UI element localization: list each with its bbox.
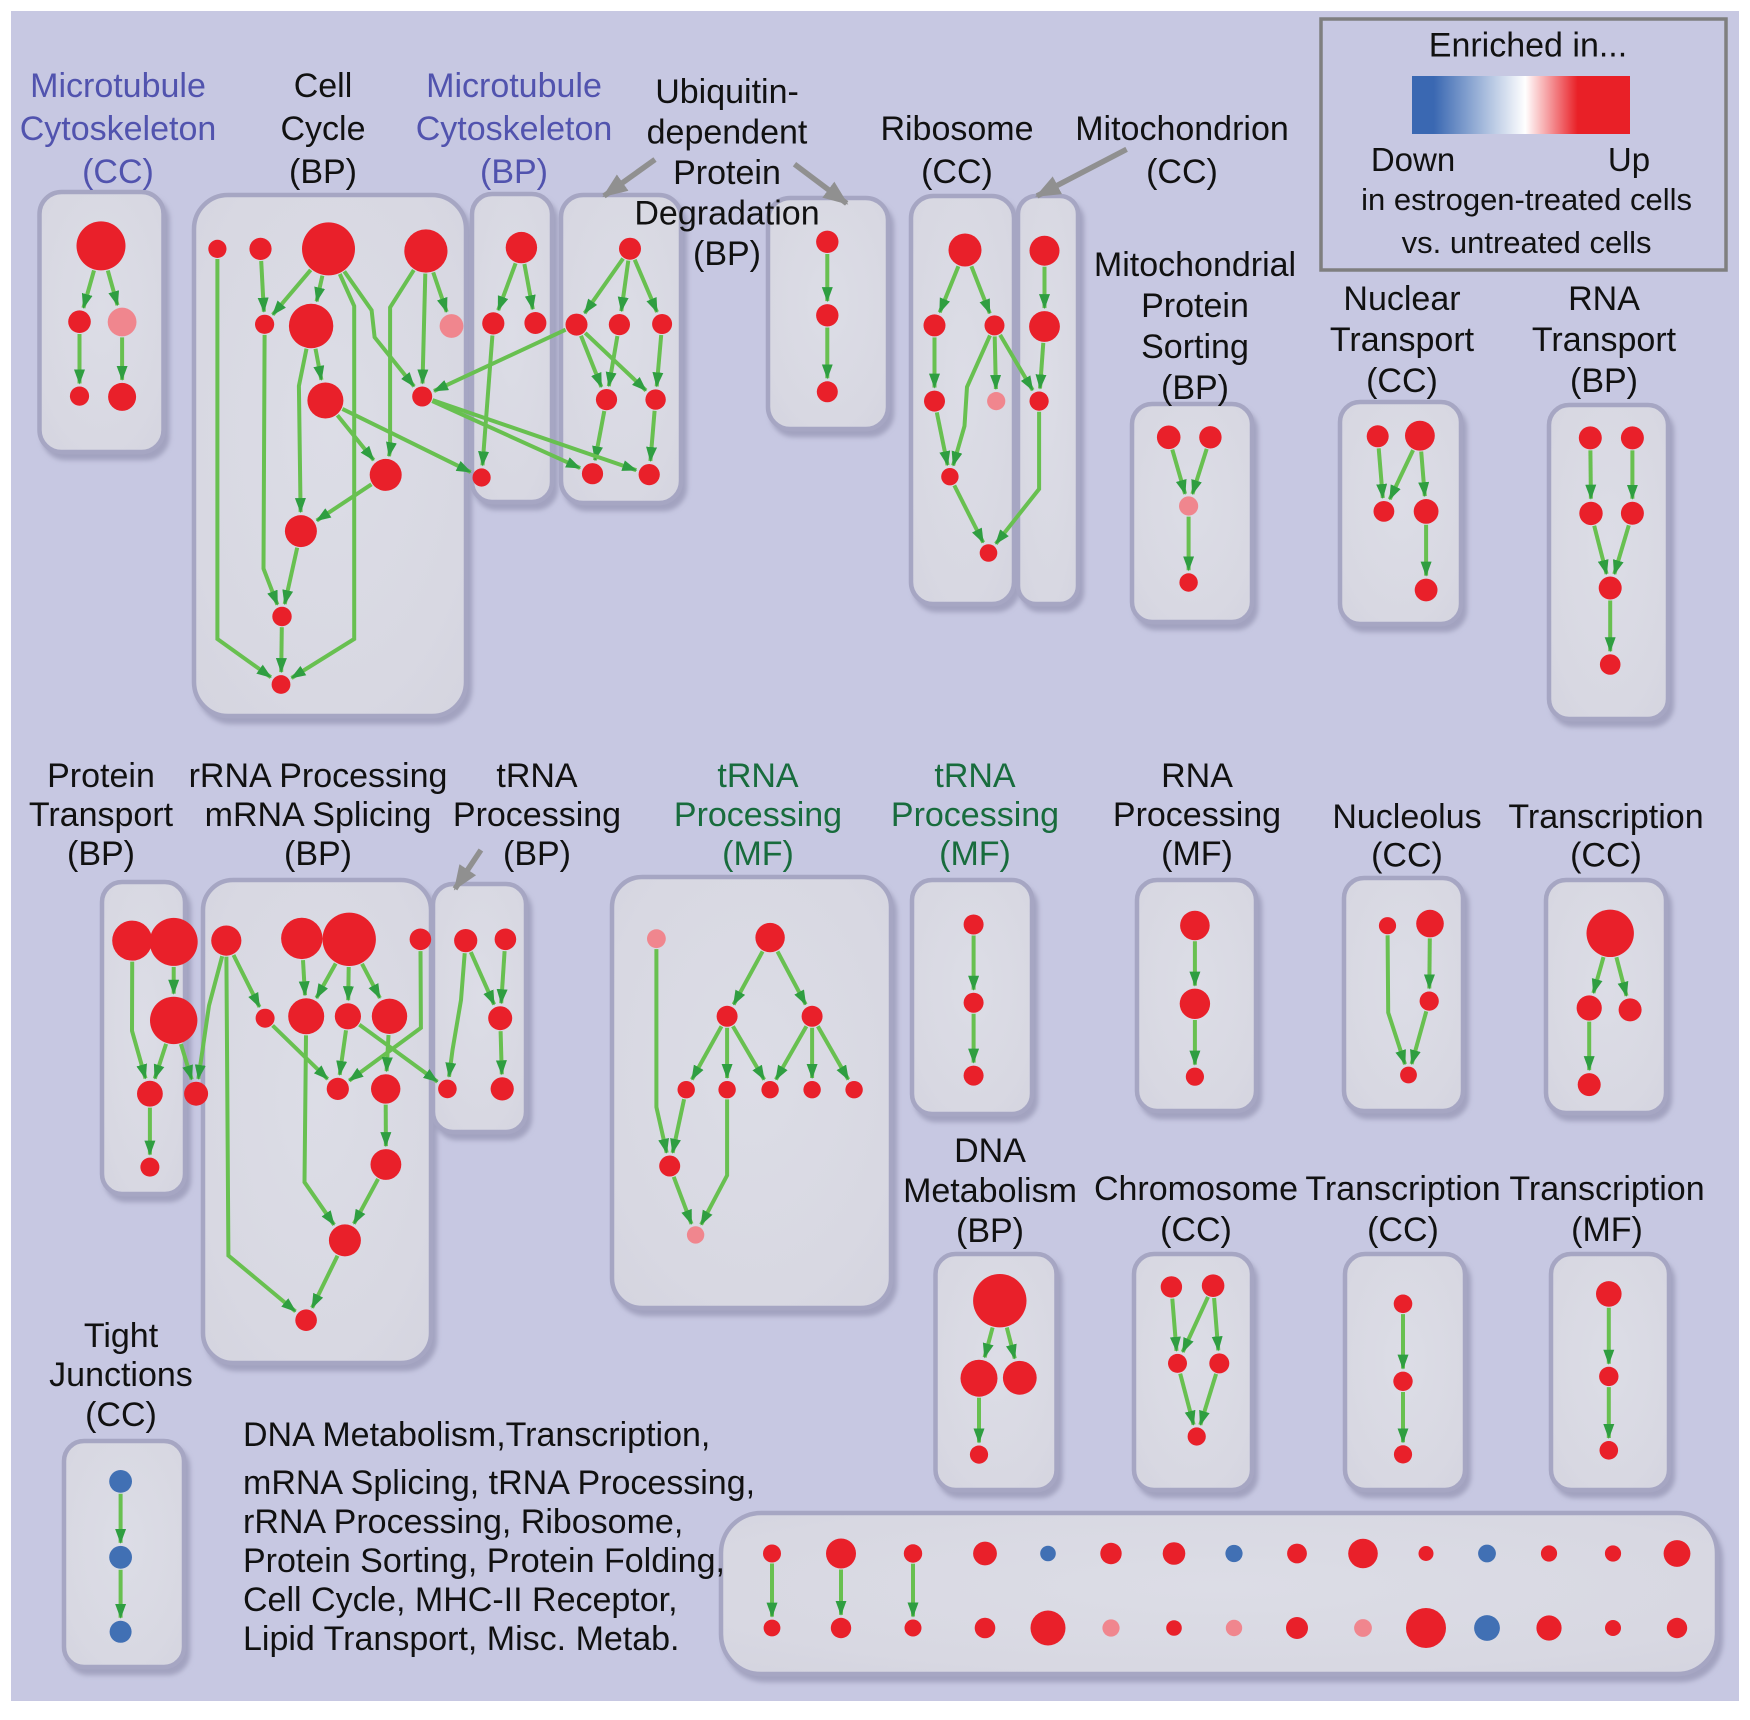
svg-text:Cytoskeleton: Cytoskeleton [416,110,613,148]
svg-text:DNA: DNA [954,1132,1026,1170]
svg-text:Ubiquitin-: Ubiquitin- [655,73,799,111]
svg-text:(CC): (CC) [1371,837,1443,875]
svg-text:Up: Up [1608,141,1650,178]
svg-text:Transcription: Transcription [1509,1170,1704,1208]
svg-text:tRNA: tRNA [934,757,1016,795]
svg-text:Transport: Transport [1532,321,1677,359]
svg-text:Processing: Processing [674,796,842,834]
svg-text:Cell: Cell [294,67,353,105]
svg-text:(MF): (MF) [1571,1211,1643,1249]
svg-text:Cell Cycle, MHC-II Receptor,: Cell Cycle, MHC-II Receptor, [243,1581,678,1619]
svg-text:(MF): (MF) [939,835,1011,873]
svg-text:Ribosome: Ribosome [880,110,1033,148]
svg-text:rRNA Processing, Ribosome,: rRNA Processing, Ribosome, [243,1503,683,1541]
svg-text:(BP): (BP) [1570,362,1638,400]
svg-text:(CC): (CC) [1367,1211,1439,1249]
svg-text:Cycle: Cycle [280,110,365,148]
svg-text:Processing: Processing [1113,796,1281,834]
svg-text:(BP): (BP) [503,835,571,873]
svg-text:Processing: Processing [891,796,1059,834]
svg-text:(MF): (MF) [1161,835,1233,873]
svg-text:Protein: Protein [47,757,155,795]
svg-text:Down: Down [1371,141,1455,178]
svg-text:(CC): (CC) [1146,153,1218,191]
svg-text:(BP): (BP) [1161,369,1229,407]
svg-text:Transport: Transport [29,796,174,834]
svg-text:(BP): (BP) [693,235,761,273]
svg-text:(CC): (CC) [921,153,993,191]
svg-text:Microtubule: Microtubule [426,67,602,105]
svg-text:Junctions: Junctions [49,1356,193,1394]
svg-text:RNA: RNA [1161,757,1233,795]
svg-text:Lipid Transport, Misc. Metab.: Lipid Transport, Misc. Metab. [243,1620,680,1658]
svg-text:(MF): (MF) [722,835,794,873]
svg-text:tRNA: tRNA [496,757,578,795]
svg-text:tRNA: tRNA [717,757,799,795]
svg-text:Mitochondrion: Mitochondrion [1075,110,1289,148]
svg-text:(CC): (CC) [85,1396,157,1434]
svg-text:Protein: Protein [1141,287,1249,325]
svg-text:dependent: dependent [647,114,808,152]
svg-text:Mitochondrial: Mitochondrial [1094,246,1296,284]
svg-text:Chromosome: Chromosome [1094,1170,1298,1208]
svg-text:Nuclear: Nuclear [1343,280,1460,318]
svg-text:(BP): (BP) [67,835,135,873]
svg-text:Enriched in...: Enriched in... [1429,27,1627,65]
svg-text:(CC): (CC) [82,153,154,191]
svg-text:Tight: Tight [84,1317,159,1355]
svg-text:DNA Metabolism,Transcription,: DNA Metabolism,Transcription, [243,1416,710,1454]
svg-text:Metabolism: Metabolism [903,1172,1077,1210]
svg-text:in estrogen-treated cells: in estrogen-treated cells [1361,182,1692,217]
svg-text:Transport: Transport [1330,321,1475,359]
svg-text:mRNA Splicing: mRNA Splicing [205,796,432,834]
svg-text:RNA: RNA [1568,280,1640,318]
svg-text:(BP): (BP) [480,153,548,191]
svg-text:Processing: Processing [453,796,621,834]
svg-text:mRNA Splicing, tRNA Processing: mRNA Splicing, tRNA Processing, [243,1464,755,1502]
svg-text:Transcription: Transcription [1508,798,1703,836]
svg-text:(CC): (CC) [1366,362,1438,400]
svg-text:(BP): (BP) [284,835,352,873]
svg-text:Transcription: Transcription [1305,1170,1500,1208]
svg-text:Sorting: Sorting [1141,328,1249,366]
svg-text:Protein: Protein [673,154,781,192]
svg-text:Cytoskeleton: Cytoskeleton [20,110,217,148]
svg-text:(CC): (CC) [1570,837,1642,875]
svg-text:(CC): (CC) [1160,1211,1232,1249]
svg-text:Nucleolus: Nucleolus [1332,798,1481,836]
svg-text:Microtubule: Microtubule [30,67,206,105]
svg-text:vs. untreated cells: vs. untreated cells [1402,225,1652,260]
svg-text:Degradation: Degradation [634,195,819,233]
svg-text:rRNA Processing: rRNA Processing [189,757,448,795]
svg-text:Protein Sorting, Protein Foldi: Protein Sorting, Protein Folding, [243,1542,725,1580]
svg-text:(BP): (BP) [289,153,357,191]
svg-text:(BP): (BP) [956,1212,1024,1250]
